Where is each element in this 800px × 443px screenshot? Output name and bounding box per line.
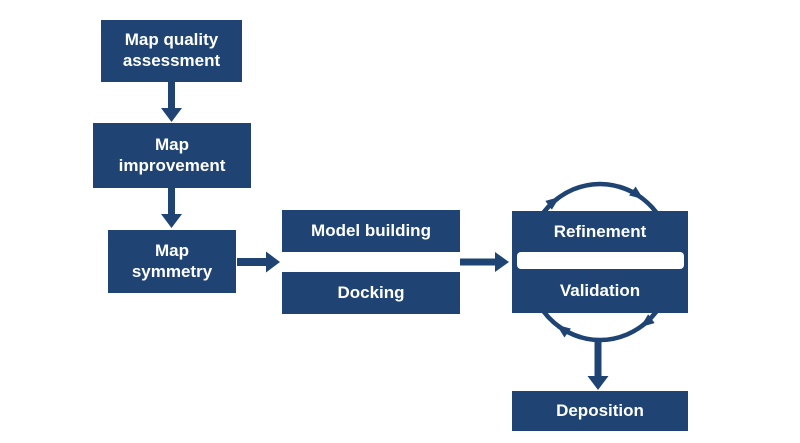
docking-label: Docking bbox=[337, 282, 405, 302]
refinement-validation-divider bbox=[517, 252, 684, 269]
validation-label: Validation bbox=[559, 281, 641, 300]
refinement-validation-group: Refinement Validation bbox=[512, 211, 688, 313]
node-model-building: Model building bbox=[282, 210, 460, 252]
node-map-symmetry: Map symmetry bbox=[108, 230, 236, 293]
map-symmetry-label: Map symmetry bbox=[131, 240, 213, 281]
node-deposition: Deposition bbox=[512, 391, 688, 431]
node-docking: Docking bbox=[282, 272, 460, 314]
node-map-quality-assessment: Map quality assessment bbox=[101, 20, 242, 82]
deposition-label: Deposition bbox=[556, 400, 644, 420]
model-building-label: Model building bbox=[311, 220, 431, 240]
refinement-label: Refinement bbox=[553, 221, 647, 241]
map-quality-assessment-label: Map quality assessment bbox=[122, 30, 221, 70]
arrow-cycle-to-deposition-icon bbox=[587, 338, 609, 390]
arrow-symmetry-to-building-icon bbox=[237, 251, 280, 273]
cycle-arrow-bottom-left-icon bbox=[556, 324, 582, 340]
arrow-quality-to-improvement-icon bbox=[161, 82, 182, 122]
arrow-improvement-to-symmetry-icon bbox=[161, 188, 182, 228]
map-improvement-label: Map improvement bbox=[118, 134, 226, 175]
node-refinement: Refinement bbox=[512, 211, 688, 252]
arrow-building-to-refinement-icon bbox=[460, 252, 509, 272]
node-validation: Validation bbox=[512, 269, 688, 313]
cycle-arrow-top-right-icon bbox=[618, 184, 644, 200]
node-map-improvement: Map improvement bbox=[93, 123, 251, 188]
